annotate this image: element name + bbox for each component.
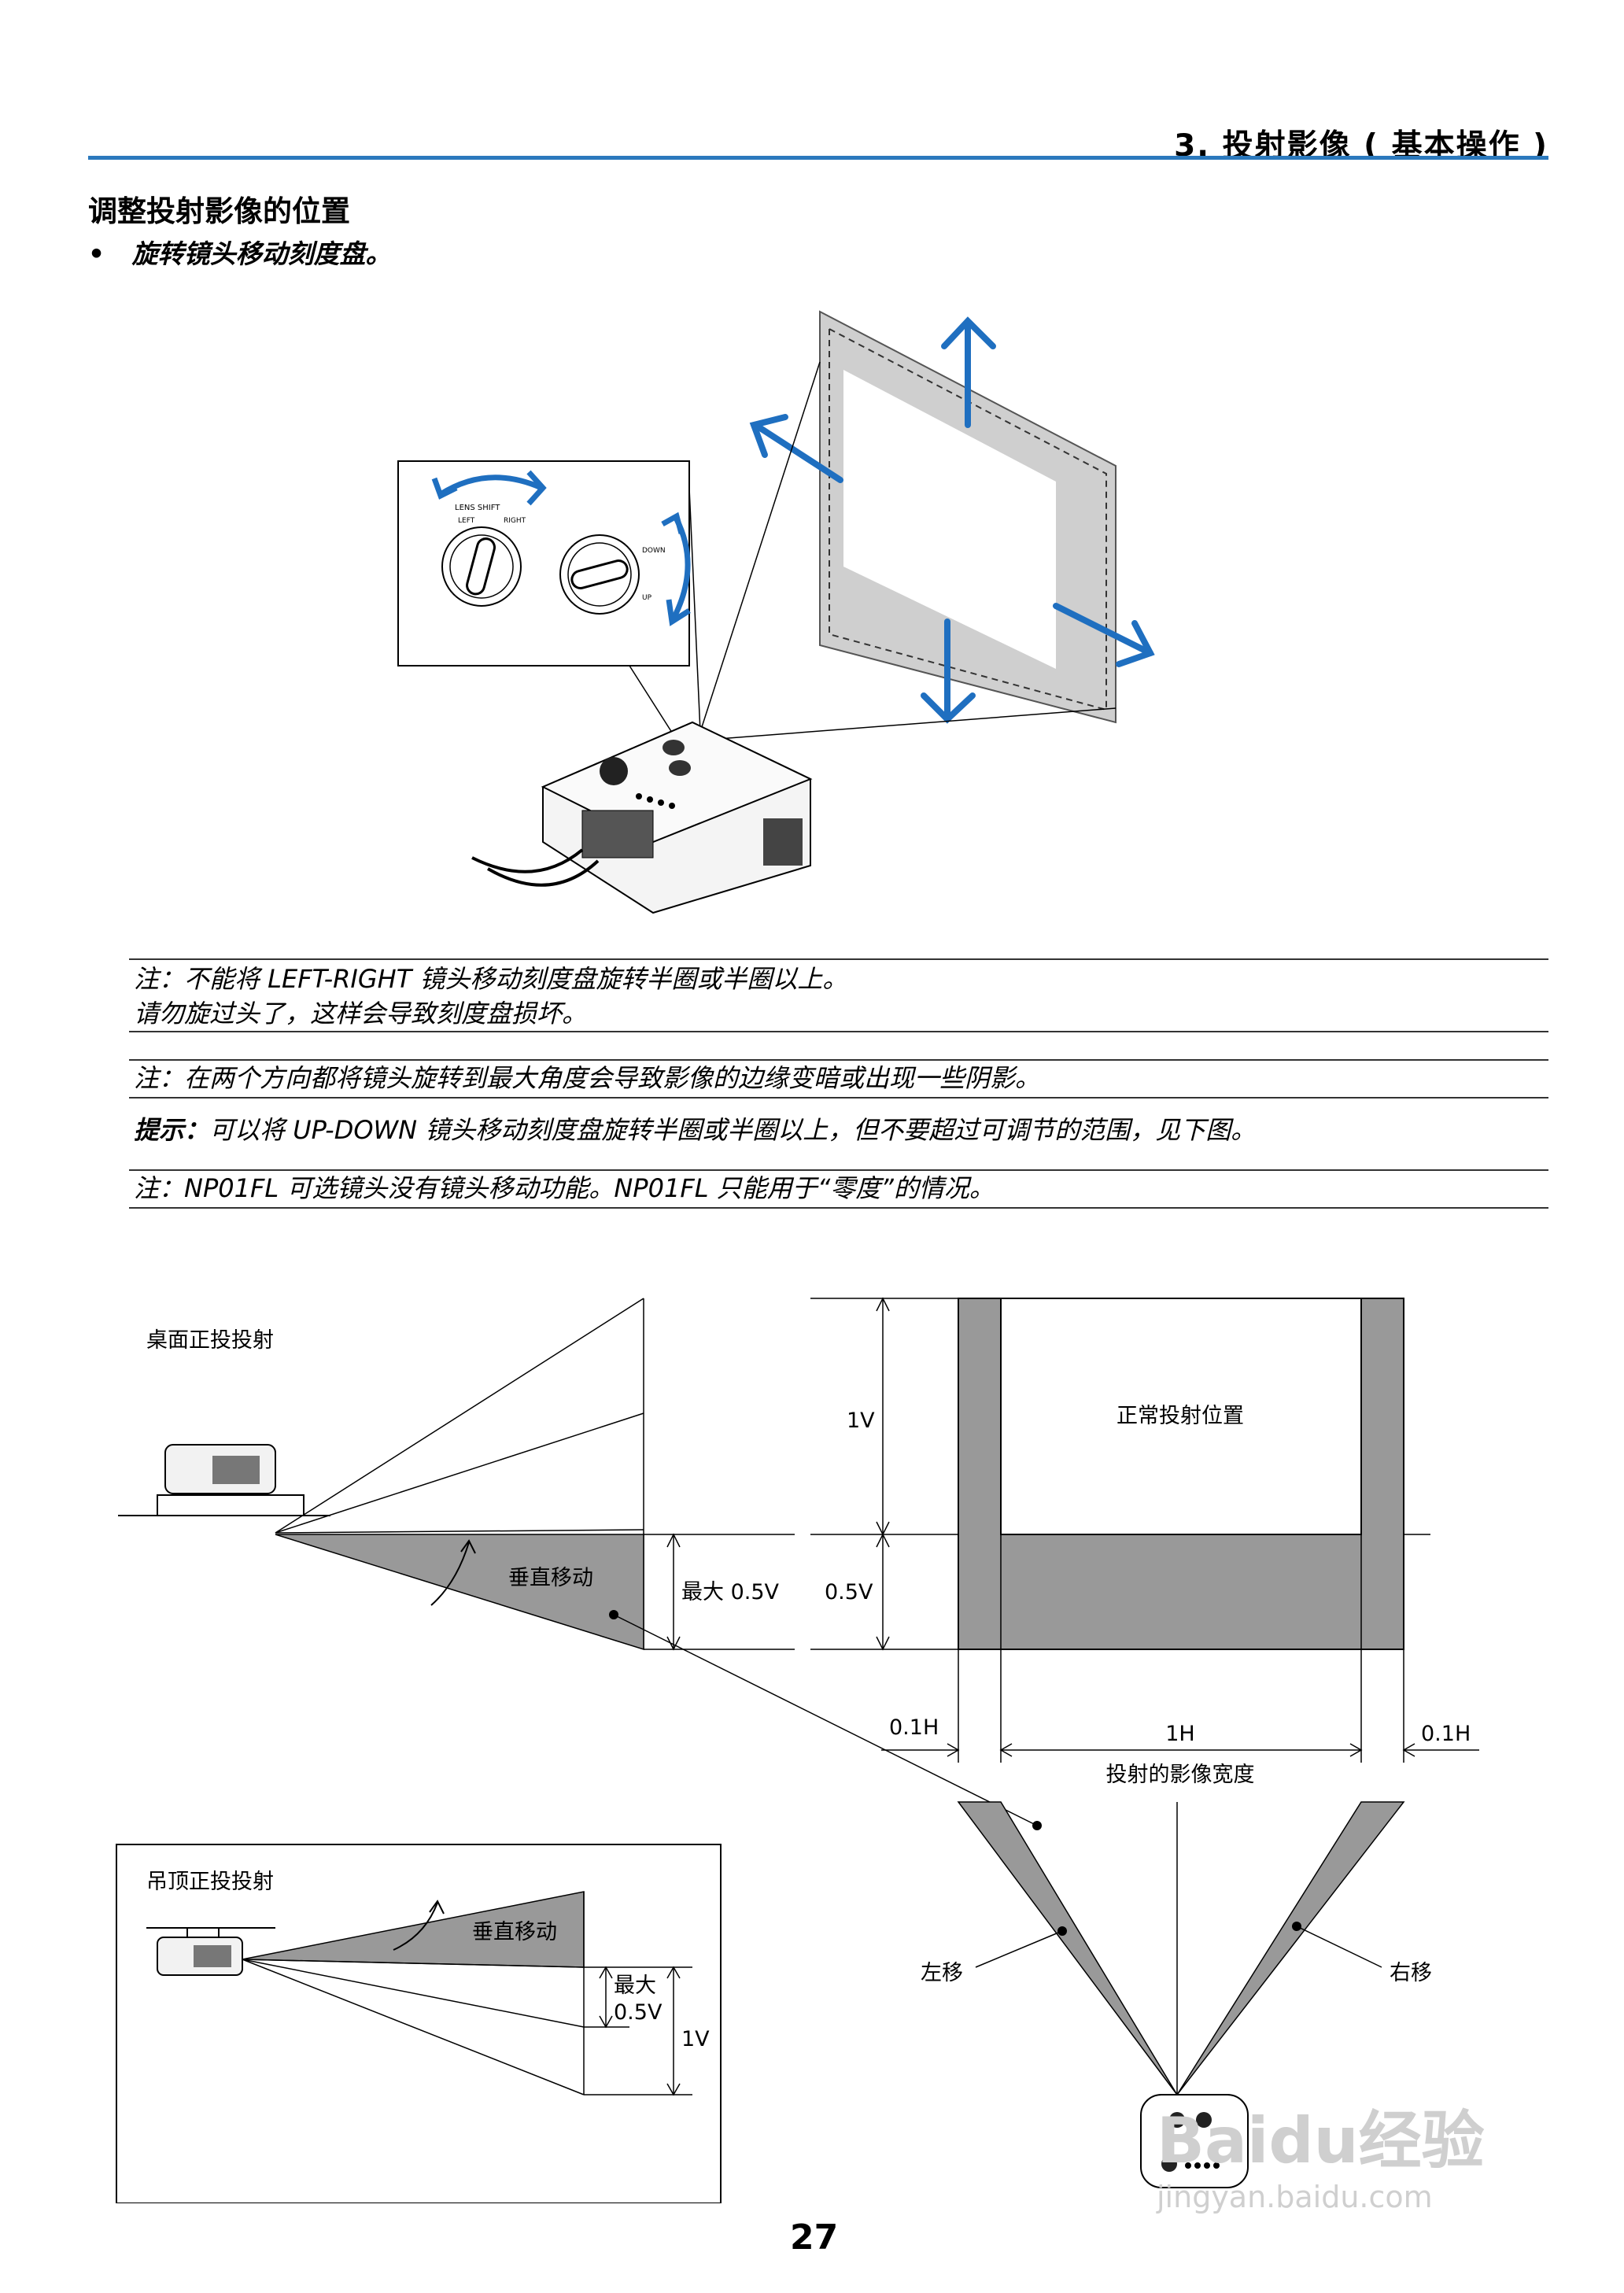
dial-down-label: DOWN [642, 547, 666, 555]
section-title: 调整投射影像的位置 [88, 194, 350, 228]
arrow-left-icon [752, 422, 843, 483]
tip-label: 提示： [134, 1115, 210, 1145]
dial-left-label: LEFT [458, 517, 475, 525]
dial-right-label: RIGHT [504, 517, 526, 525]
desk-projector-icon [118, 1444, 330, 1516]
note-rule [129, 1207, 1548, 1209]
shift-left-label: 左移 [921, 1961, 963, 1985]
image-width-label: 投射的影像宽度 [1106, 1763, 1255, 1787]
lens-shift-label: LENS SHIFT [455, 504, 500, 512]
normal-position-label: 正常投射位置 [1116, 1404, 1244, 1428]
bullet-text: 旋转镜头移动刻度盘。 [131, 238, 392, 269]
page-number: 27 [790, 2217, 839, 2258]
image-position-diagram: 1V 0.5V 正常投射位置 0.1H 1H 投射的影像宽度 0.1H [810, 1297, 1479, 1787]
ceiling-projector-icon [146, 1927, 275, 1976]
half-v-label: 0.5V [825, 1580, 873, 1604]
note-rule [129, 1169, 1548, 1171]
tip: 提示：可以将 UP-DOWN 镜头移动刻度盘旋转半圈或半圈以上，但不要超过可调节… [134, 1113, 1256, 1147]
one-h-label: 1H [1165, 1722, 1194, 1746]
ceiling-label: 吊顶正投投射 [146, 1870, 274, 1894]
shift-right-label: 右移 [1390, 1961, 1432, 1985]
desk-label: 桌面正投投射 [146, 1328, 274, 1353]
ceiling-vertical-shift-label: 垂直移动 [472, 1920, 557, 1944]
note-1: 注：不能将 LEFT-RIGHT 镜头移动刻度盘旋转半圈或半圈以上。 请勿旋过头… [134, 962, 847, 1031]
header-rule [88, 156, 1548, 160]
note-rule [129, 958, 1548, 960]
note-1-line-1: 注：不能将 LEFT-RIGHT 镜头移动刻度盘旋转半圈或半圈以上。 [134, 964, 848, 994]
horizontal-shift-diagram: 左移 右移 [921, 1801, 1432, 2188]
ceiling-half-v-label: 0.5V [614, 2000, 663, 2025]
vertical-shift-label: 垂直移动 [508, 1566, 593, 1590]
dial-up-label: UP [642, 594, 652, 602]
arrow-right-icon [1053, 603, 1153, 656]
projection-screen [819, 310, 1116, 724]
ceiling-projection-diagram: 吊顶正投投射 垂直移动 最大 0.5V 1V [116, 1844, 722, 2203]
bullet-item: • 旋转镜头移动刻度盘。 [88, 233, 392, 271]
note-2: 注：在两个方向都将镜头旋转到最大角度会导致影像的边缘变暗或出现一些阴影。 [134, 1063, 1041, 1093]
dial-callout: LENS SHIFT LEFT RIGHT DOWN UP [397, 460, 701, 736]
top-view-projector-icon [1140, 2094, 1249, 2188]
one-v-label: 1V [847, 1409, 875, 1433]
watermark-brand: Baidu经验 [1157, 2104, 1485, 2177]
note-rule [129, 1097, 1548, 1098]
shift-arrows [749, 316, 1155, 724]
shift-range-diagram: 桌面正投投射 垂直移动 最大 0.5V [116, 1297, 1479, 2203]
ceiling-one-v-label: 1V [681, 2027, 710, 2051]
note-1-line-2: 请勿旋过头了，这样会导致刻度盘损坏。 [134, 999, 588, 1028]
note-rule [129, 1059, 1548, 1061]
note-3: 注：NP01FL 可选镜头没有镜头移动功能。NP01FL 只能用于“零度”的情况… [134, 1173, 995, 1203]
note-rule [129, 1031, 1548, 1032]
bullet-mark: • [88, 238, 105, 269]
left-margin-label: 0.1H [889, 1715, 939, 1740]
lens-shift-illustration: LENS SHIFT LEFT RIGHT DOWN UP [397, 310, 1155, 914]
right-margin-label: 0.1H [1421, 1722, 1471, 1746]
projector-illustration [471, 721, 813, 914]
tip-text: 可以将 UP-DOWN 镜头移动刻度盘旋转半圈或半圈以上，但不要超过可调节的范围… [209, 1115, 1257, 1145]
desk-projection-diagram: 桌面正投投射 垂直移动 最大 0.5V [118, 1298, 1042, 1830]
max-half-v-label: 最大 0.5V [681, 1580, 780, 1604]
ceiling-max-label: 最大 [614, 1974, 656, 1998]
watermark-url: jingyan.baidu.com [1157, 2180, 1433, 2214]
